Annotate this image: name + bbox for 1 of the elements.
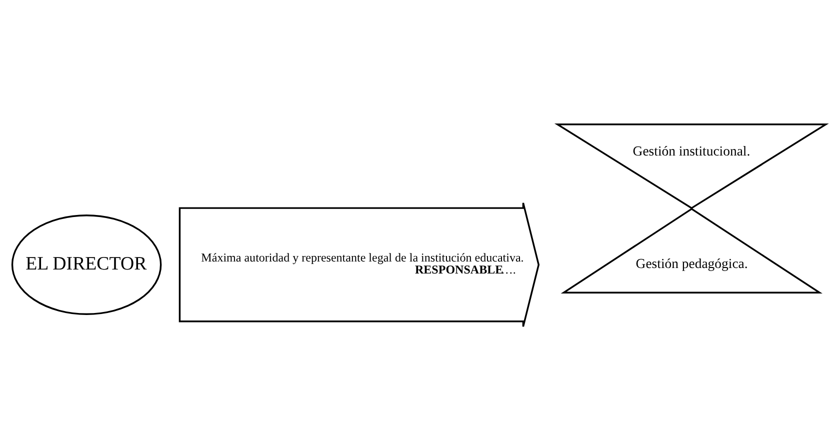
node-ellipse: EL DIRECTOR [11, 214, 162, 315]
